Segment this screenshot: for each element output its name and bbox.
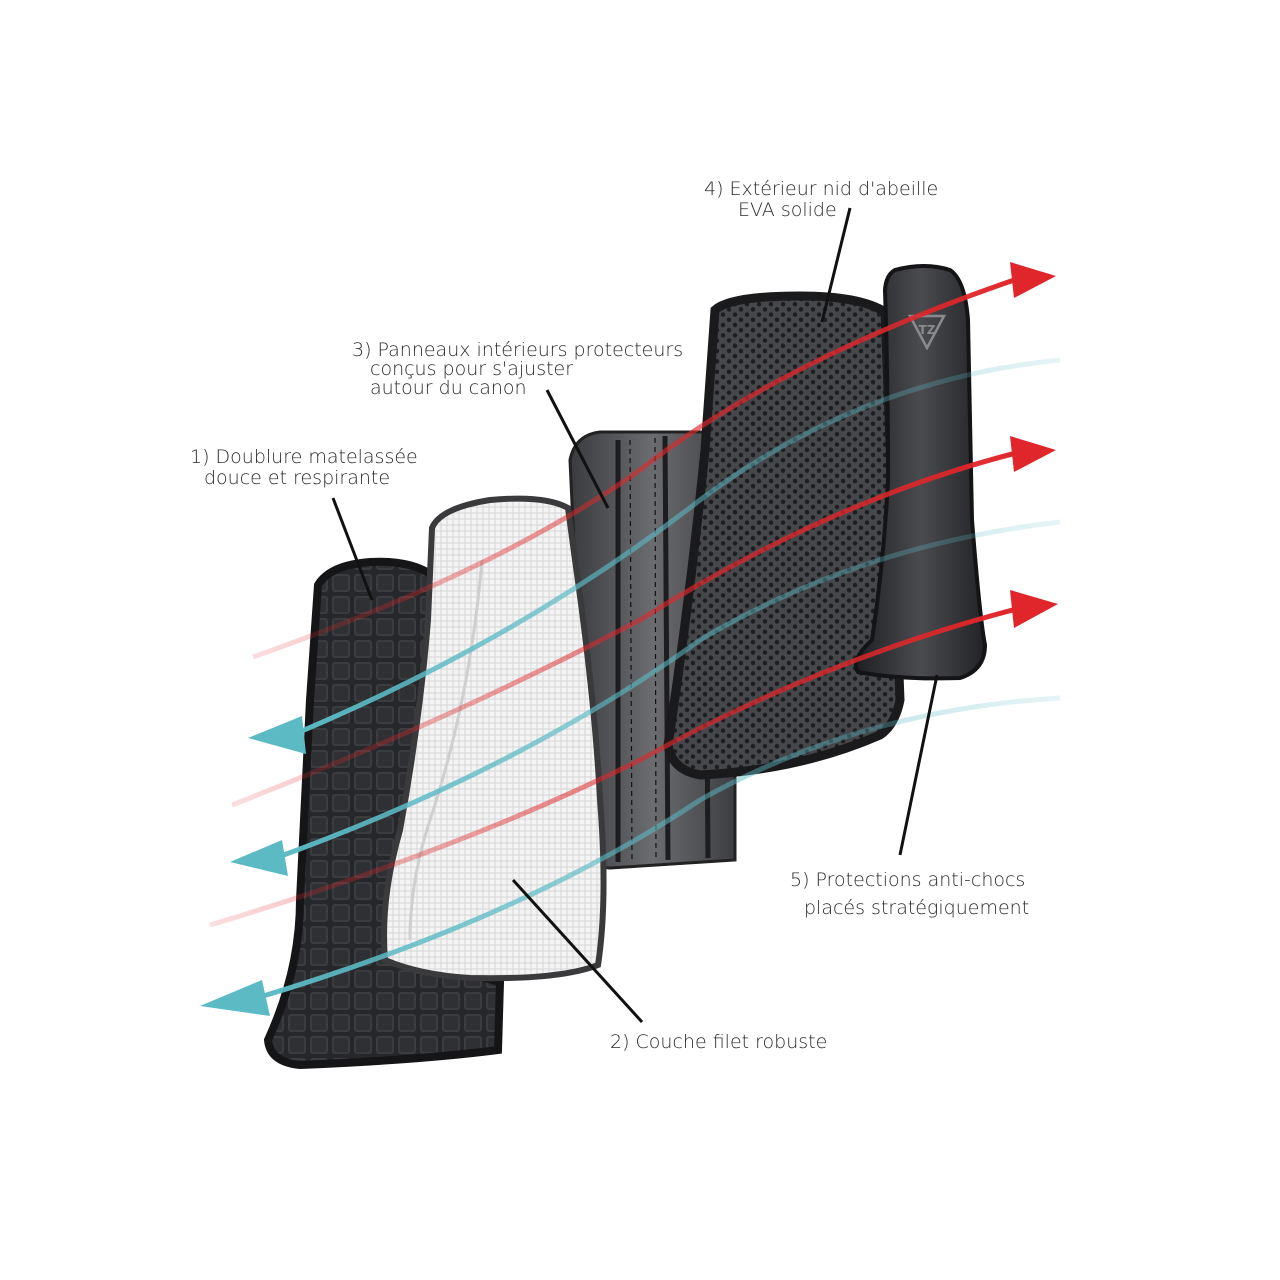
- callout-layer2-line1: 2) Couche filet robuste: [610, 1031, 828, 1053]
- svg-text:TZ: TZ: [919, 323, 936, 337]
- leader-line-5: [898, 674, 939, 856]
- leader-line-1: [331, 497, 374, 601]
- tz-logo-icon: TZ: [907, 314, 947, 351]
- leader-line-2: [511, 878, 644, 1024]
- callout-layer3: 3) Panneaux intérieurs protecteurs conçu…: [352, 341, 683, 398]
- leader-line-4: [820, 207, 852, 323]
- layer4-honeycomb-exterior: [663, 291, 905, 780]
- callout-layer3-line3: autour du canon: [370, 377, 527, 399]
- layer5-strike-pad: TZ: [853, 264, 988, 681]
- leader-lines: [331, 207, 939, 1024]
- layer2-mesh-layer: [381, 495, 607, 982]
- callout-layer3-line2: conçus pour s'ajuster: [370, 358, 574, 380]
- callout-layer1-line2: douce et respirante: [204, 467, 391, 489]
- callout-layer4-line1: 4) Extérieur nid d'abeille: [704, 178, 939, 200]
- callout-layer4: 4) Extérieur nid d'abeille EVA solide: [704, 179, 938, 221]
- callout-layer5-line1: 5) Protections anti-chocs: [790, 869, 1026, 891]
- callout-layer5: 5) Protections anti-chocs placés stratég…: [790, 866, 1029, 922]
- cool-air-arrows: [200, 357, 1061, 1016]
- callout-layer4-line2: EVA solide: [738, 199, 837, 221]
- leader-line-3: [545, 389, 610, 509]
- callout-layer1-line1: 1) Doublure matelassée: [190, 446, 418, 468]
- callout-layer3-line1: 3) Panneaux intérieurs protecteurs: [352, 339, 684, 361]
- callout-layer2: 2) Couche filet robuste: [610, 1032, 827, 1053]
- hot-air-arrows: [209, 262, 1058, 928]
- callout-layer5-line2: placés stratégiquement: [804, 897, 1030, 919]
- callout-layer1: 1) Doublure matelassée douce et respiran…: [190, 447, 418, 489]
